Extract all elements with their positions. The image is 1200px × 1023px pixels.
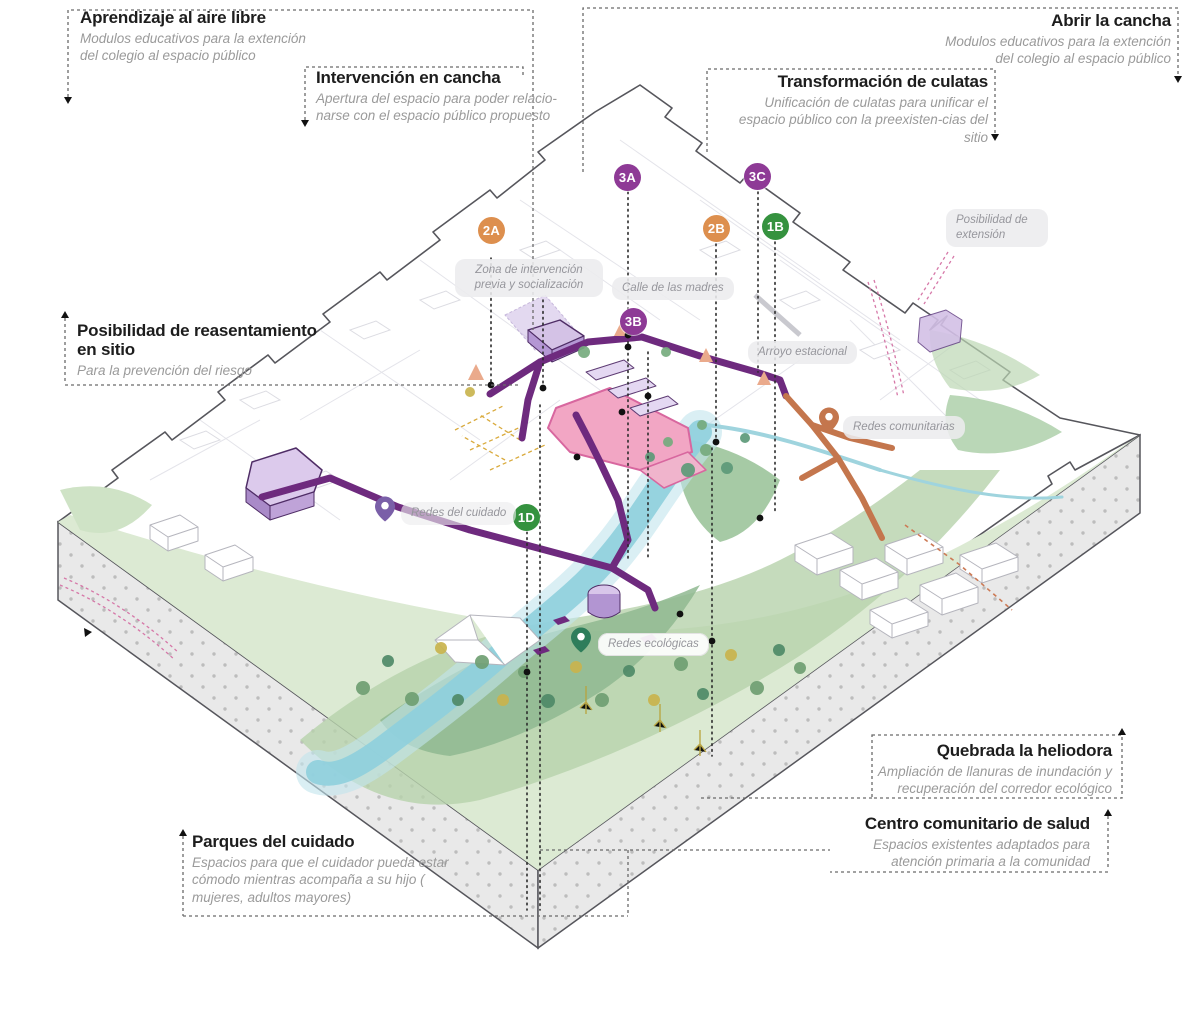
label-zona-intervencion: Zona de intervención previa y socializac… xyxy=(455,259,603,297)
annotation-body: Espacios existentes adaptados para atenc… xyxy=(873,837,1090,870)
annotation-quebrada: Quebrada la heliodora Ampliación de llan… xyxy=(875,741,1112,798)
label-posibilidad-extension: Posibilidad de extensión xyxy=(946,209,1048,247)
annotation-body: Apertura del espacio para poder relacio-… xyxy=(316,91,557,124)
map-pin-icon xyxy=(819,407,839,433)
annotation-title: Intervención en cancha xyxy=(316,68,501,87)
pink-dashed-roads xyxy=(59,251,955,661)
street-fabric xyxy=(149,139,992,521)
annotation-body: Modulos educativos para la extención del… xyxy=(80,31,306,64)
pink-plaza xyxy=(547,387,707,489)
purple-path-network xyxy=(258,333,790,612)
annotation-arrows xyxy=(61,76,1182,836)
annotation-title: Abrir la cancha xyxy=(1051,11,1171,30)
white-buildings xyxy=(149,514,1019,666)
annotation-title: Transformación de culatas xyxy=(777,72,989,91)
annotation-body: Modulos educativos para la extención del… xyxy=(945,34,1171,67)
label-redes-del-cuidado: Redes del cuidado xyxy=(401,502,517,525)
label-redes-comunitarias: Redes comunitarias xyxy=(843,416,965,439)
lavender-buildings xyxy=(245,294,963,655)
annotation-title: Quebrada la heliodora xyxy=(936,741,1112,760)
map-pin-icon xyxy=(375,496,395,522)
yellow-dashed-grid xyxy=(454,404,546,471)
marker-3C: 3C xyxy=(744,163,771,190)
annotation-frames xyxy=(64,7,1179,917)
gray-road xyxy=(753,293,802,337)
salmon-cones xyxy=(468,322,771,385)
label-arroyo-estacional: Arroyo estacional xyxy=(748,341,857,364)
marker-2A: 2A xyxy=(478,217,505,244)
annotation-abrir: Abrir la cancha Modulos educativos para … xyxy=(935,11,1171,68)
annotation-title: Centro comunitario de salud xyxy=(864,814,1090,833)
trees xyxy=(356,346,806,756)
annotation-body: Espacios para que el cuidador pueda esta… xyxy=(192,855,449,905)
marker-1B: 1B xyxy=(762,213,789,240)
annotation-transformacion: Transformación de culatas Unificación de… xyxy=(722,72,988,146)
annotation-intervencion: Intervención en cancha Apertura del espa… xyxy=(316,68,584,125)
marker-1D: 1D xyxy=(513,504,540,531)
marker-3B: 3B xyxy=(620,308,647,335)
leader-endpoint-dots xyxy=(487,331,764,676)
annotation-parques: Parques del cuidado Espacios para que el… xyxy=(192,832,464,906)
marker-2B: 2B xyxy=(703,215,730,242)
annotation-body: Unificación de culatas para unificar el … xyxy=(738,95,988,145)
annotation-aprendizaje: Aprendizaje al aire libre Modulos educat… xyxy=(80,8,318,65)
annotation-title: Aprendizaje al aire libre xyxy=(80,8,266,27)
marker-3A: 3A xyxy=(614,164,641,191)
label-calle-de-las-madres: Calle de las madres xyxy=(612,277,734,300)
map-pin-icon xyxy=(571,627,591,653)
annotation-title: Posibilidad de reasentamiento en sitio xyxy=(77,321,317,360)
annotation-reasentamiento: Posibilidad de reasentamiento en sitio P… xyxy=(77,321,325,379)
orange-dashed-leader xyxy=(904,524,1013,611)
label-redes-ecologicas: Redes ecológicas xyxy=(598,633,709,656)
annotation-title: Parques del cuidado xyxy=(192,832,355,851)
annotation-centro: Centro comunitario de salud Espacios exi… xyxy=(840,814,1090,871)
annotation-body: Ampliación de llanuras de inundación y r… xyxy=(877,764,1112,797)
annotation-body: Para la prevención del riesgo xyxy=(77,363,252,379)
